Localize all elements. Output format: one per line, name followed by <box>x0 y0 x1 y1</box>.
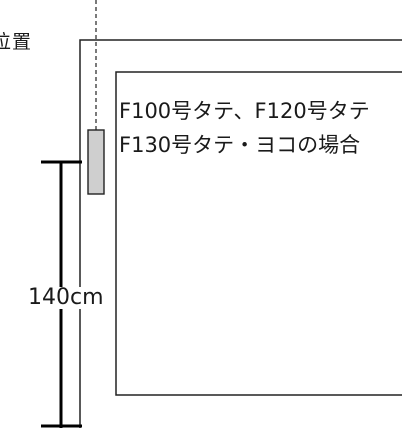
sensor-block <box>87 129 105 195</box>
canvas-text-line-2: F130号タテ・ヨコの場合 <box>119 133 361 157</box>
height-label: 140cm <box>27 285 105 310</box>
position-label: 位置 <box>0 31 33 53</box>
canvas-text-line-1: F100号タテ、F120号タテ <box>119 99 370 123</box>
canvas-rect <box>115 71 402 396</box>
